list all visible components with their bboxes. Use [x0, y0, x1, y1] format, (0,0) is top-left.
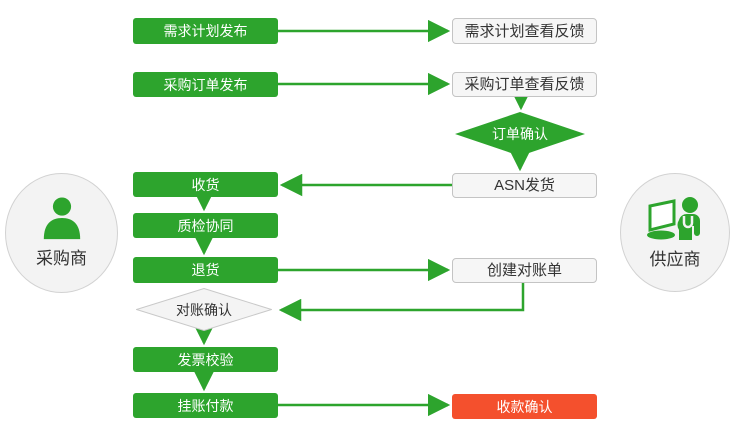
step-label: 退货: [191, 262, 220, 278]
connector-statement-to-confirm: [278, 283, 525, 322]
step-asn-ship: ASN发货: [452, 173, 597, 198]
actor-supplier: 供应商: [620, 173, 730, 292]
step-quality-check: 质检协同: [133, 213, 278, 238]
step-payment: 挂账付款: [133, 393, 278, 418]
step-receipt-confirm: 收款确认: [452, 394, 597, 419]
step-label: 采购订单发布: [163, 76, 248, 93]
step-label: 收款确认: [496, 398, 553, 415]
step-po-feedback: 采购订单查看反馈: [452, 72, 597, 97]
step-label: 创建对账单: [486, 262, 562, 279]
decision-label: 订单确认: [492, 126, 548, 142]
step-label: 采购订单查看反馈: [464, 76, 585, 93]
step-label: 需求计划查看反馈: [464, 22, 585, 40]
step-label: 发票校验: [177, 351, 234, 368]
actor-buyer-label: 采购商: [36, 249, 87, 268]
step-po-publish: 采购订单发布: [133, 72, 278, 97]
person-icon: [43, 197, 80, 240]
actor-buyer: 采购商: [5, 173, 118, 293]
step-label: 质检协同: [177, 217, 234, 234]
actor-supplier-label: 供应商: [649, 249, 701, 269]
step-label: 收货: [191, 176, 220, 193]
step-demand-plan-feedback: 需求计划查看反馈: [452, 18, 597, 44]
diamond-shape: [455, 112, 585, 156]
step-label: ASN发货: [494, 177, 555, 194]
step-label: 需求计划发布: [163, 23, 248, 39]
diamond-shape: [136, 288, 272, 331]
decision-statement-confirm: 对账确认: [136, 288, 272, 331]
decision-order-confirm: 订单确认: [455, 112, 585, 156]
decision-label: 对账确认: [176, 301, 232, 318]
step-receive: 收货: [133, 172, 278, 197]
step-create-statement: 创建对账单: [452, 258, 597, 283]
step-return-goods: 退货: [133, 257, 278, 283]
step-label: 挂账付款: [177, 397, 234, 414]
person-laptop-icon: [647, 196, 700, 240]
step-demand-plan-publish: 需求计划发布: [133, 18, 278, 44]
step-invoice-verify: 发票校验: [133, 347, 278, 372]
